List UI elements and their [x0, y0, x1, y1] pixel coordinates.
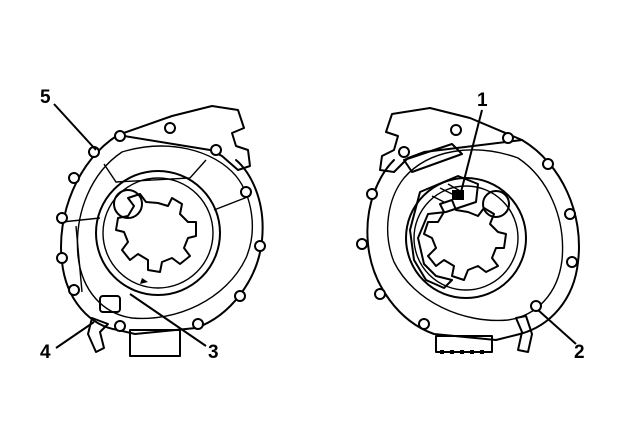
- left-bottom-lug: [129, 329, 181, 357]
- connector-pin: [480, 350, 484, 354]
- callout-2-leader: [537, 309, 577, 345]
- bolt: [374, 288, 386, 300]
- bolt: [114, 130, 126, 142]
- right-valve-block: [409, 175, 479, 289]
- bolt: [240, 186, 252, 198]
- left-spline-center: [115, 193, 197, 273]
- connector-pin: [460, 350, 464, 354]
- callout-2-label: 2: [574, 342, 585, 363]
- bolt: [542, 158, 554, 170]
- callout-3-label: 3: [208, 342, 219, 363]
- bolt: [210, 144, 222, 156]
- left-hub-mid: [102, 177, 214, 289]
- callout-4-leader: [55, 321, 95, 349]
- right-port-circle: [482, 190, 510, 218]
- right-housing: [356, 107, 580, 354]
- bolt: [68, 172, 80, 184]
- connector-pin: [450, 350, 454, 354]
- callout-5-label: 5: [40, 87, 51, 108]
- left-fitting: [87, 317, 109, 353]
- connector-pin: [440, 350, 444, 354]
- right-top-tab: [379, 107, 523, 173]
- bolt: [164, 122, 176, 134]
- left-rib-left: [61, 217, 101, 223]
- bolt: [398, 146, 410, 158]
- bolt: [564, 208, 576, 220]
- bolt: [366, 188, 378, 200]
- bolt: [356, 238, 368, 250]
- bolt: [234, 290, 246, 302]
- left-lower-window: [99, 295, 121, 313]
- right-valve-core: [452, 190, 464, 200]
- left-bolts: [56, 122, 266, 332]
- right-outer-housing: [366, 139, 580, 341]
- bolt: [68, 284, 80, 296]
- left-top-tab: [117, 105, 251, 171]
- callout-4-label: 4: [40, 342, 51, 363]
- left-index-mark: [140, 278, 148, 284]
- left-housing: [56, 105, 266, 357]
- callout-5-leader: [53, 103, 97, 151]
- right-fitting: [515, 315, 533, 353]
- bolt: [502, 132, 514, 144]
- left-inner-rim: [76, 145, 253, 320]
- connector-pin: [470, 350, 474, 354]
- callouts: 5 4 3 1 2: [40, 87, 585, 363]
- callout-1-leader: [459, 109, 483, 197]
- bolt: [566, 256, 578, 268]
- callout-3-leader: [129, 293, 207, 347]
- right-top-slot: [403, 143, 463, 173]
- right-spline-center: [423, 199, 507, 281]
- bolt: [450, 124, 462, 136]
- left-rib-inner-left: [75, 225, 83, 293]
- right-bottom-connector: [435, 335, 493, 354]
- right-hub-mid: [413, 185, 519, 291]
- bolt: [56, 212, 68, 224]
- right-inner-rim: [387, 149, 564, 322]
- bolt: [114, 320, 126, 332]
- callout-1-label: 1: [477, 90, 488, 111]
- bolt: [530, 300, 542, 312]
- left-rib-top: [103, 159, 207, 183]
- bolt: [254, 240, 266, 252]
- left-rib-right: [213, 195, 251, 211]
- bolt: [192, 318, 204, 330]
- bolt: [56, 252, 68, 264]
- bolt: [418, 318, 430, 330]
- left-hub-outer: [95, 170, 221, 296]
- right-hub-outer: [405, 177, 527, 299]
- left-port-circle: [113, 189, 143, 219]
- right-bolts: [356, 124, 578, 330]
